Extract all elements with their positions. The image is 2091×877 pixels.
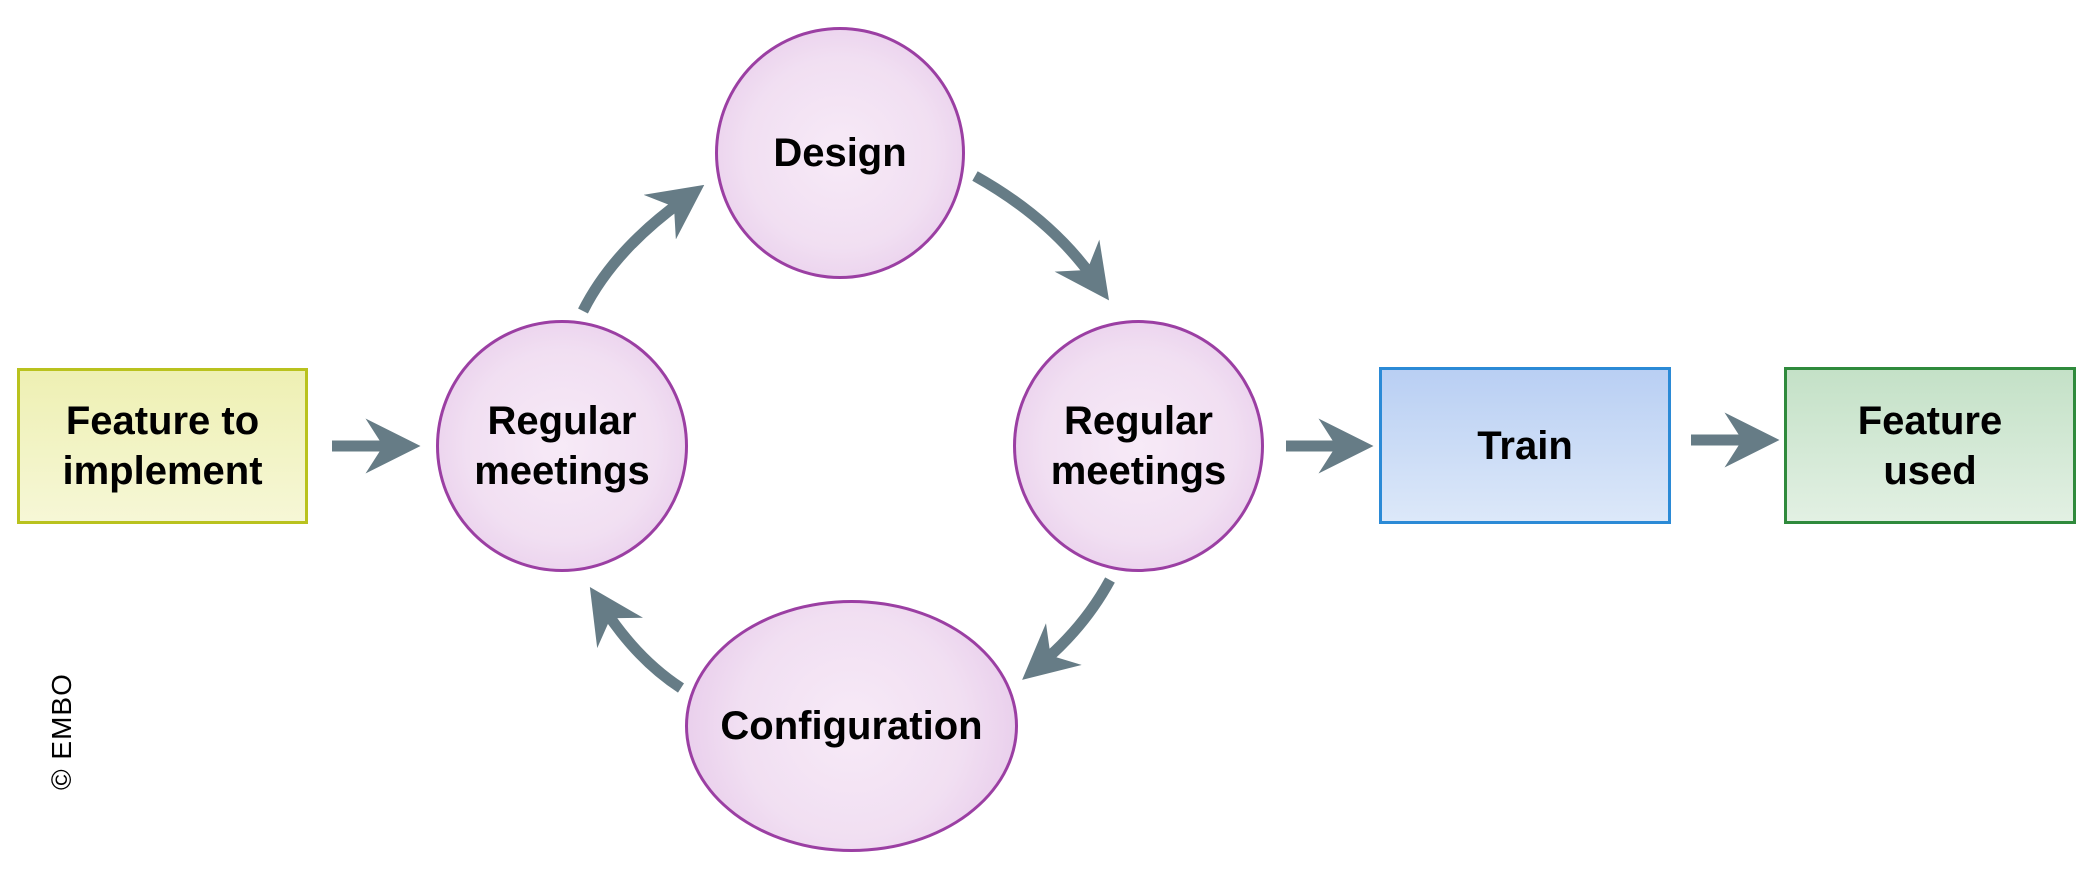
train-box: Train xyxy=(1379,367,1671,524)
configuration-node: Configuration xyxy=(685,600,1018,852)
train-label: Train xyxy=(1477,423,1573,468)
arrow-meetings-to-design xyxy=(578,184,705,314)
feature-to-implement-box: Feature to implement xyxy=(17,368,308,524)
feature-used-label: Feature used xyxy=(1857,398,2003,493)
configuration-label: Configuration xyxy=(720,704,983,748)
arrow-meetings-to-configuration xyxy=(1022,577,1115,680)
regular-meetings-left-node: Regular meetings xyxy=(436,320,688,572)
arrow-configuration-to-meetings xyxy=(589,587,685,693)
copyright-credit: © EMBO xyxy=(46,673,77,790)
design-node: Design xyxy=(715,27,965,279)
regular-meetings-left-label: Regular meetings xyxy=(474,399,650,493)
regular-meetings-right-label: Regular meetings xyxy=(1050,399,1227,493)
regular-meetings-right-node: Regular meetings xyxy=(1013,320,1264,572)
feature-to-implement-label: Feature to implement xyxy=(62,399,263,493)
design-label: Design xyxy=(773,131,907,175)
arrow-design-to-meetings xyxy=(972,171,1110,301)
feature-used-box: Feature used xyxy=(1784,367,2076,524)
